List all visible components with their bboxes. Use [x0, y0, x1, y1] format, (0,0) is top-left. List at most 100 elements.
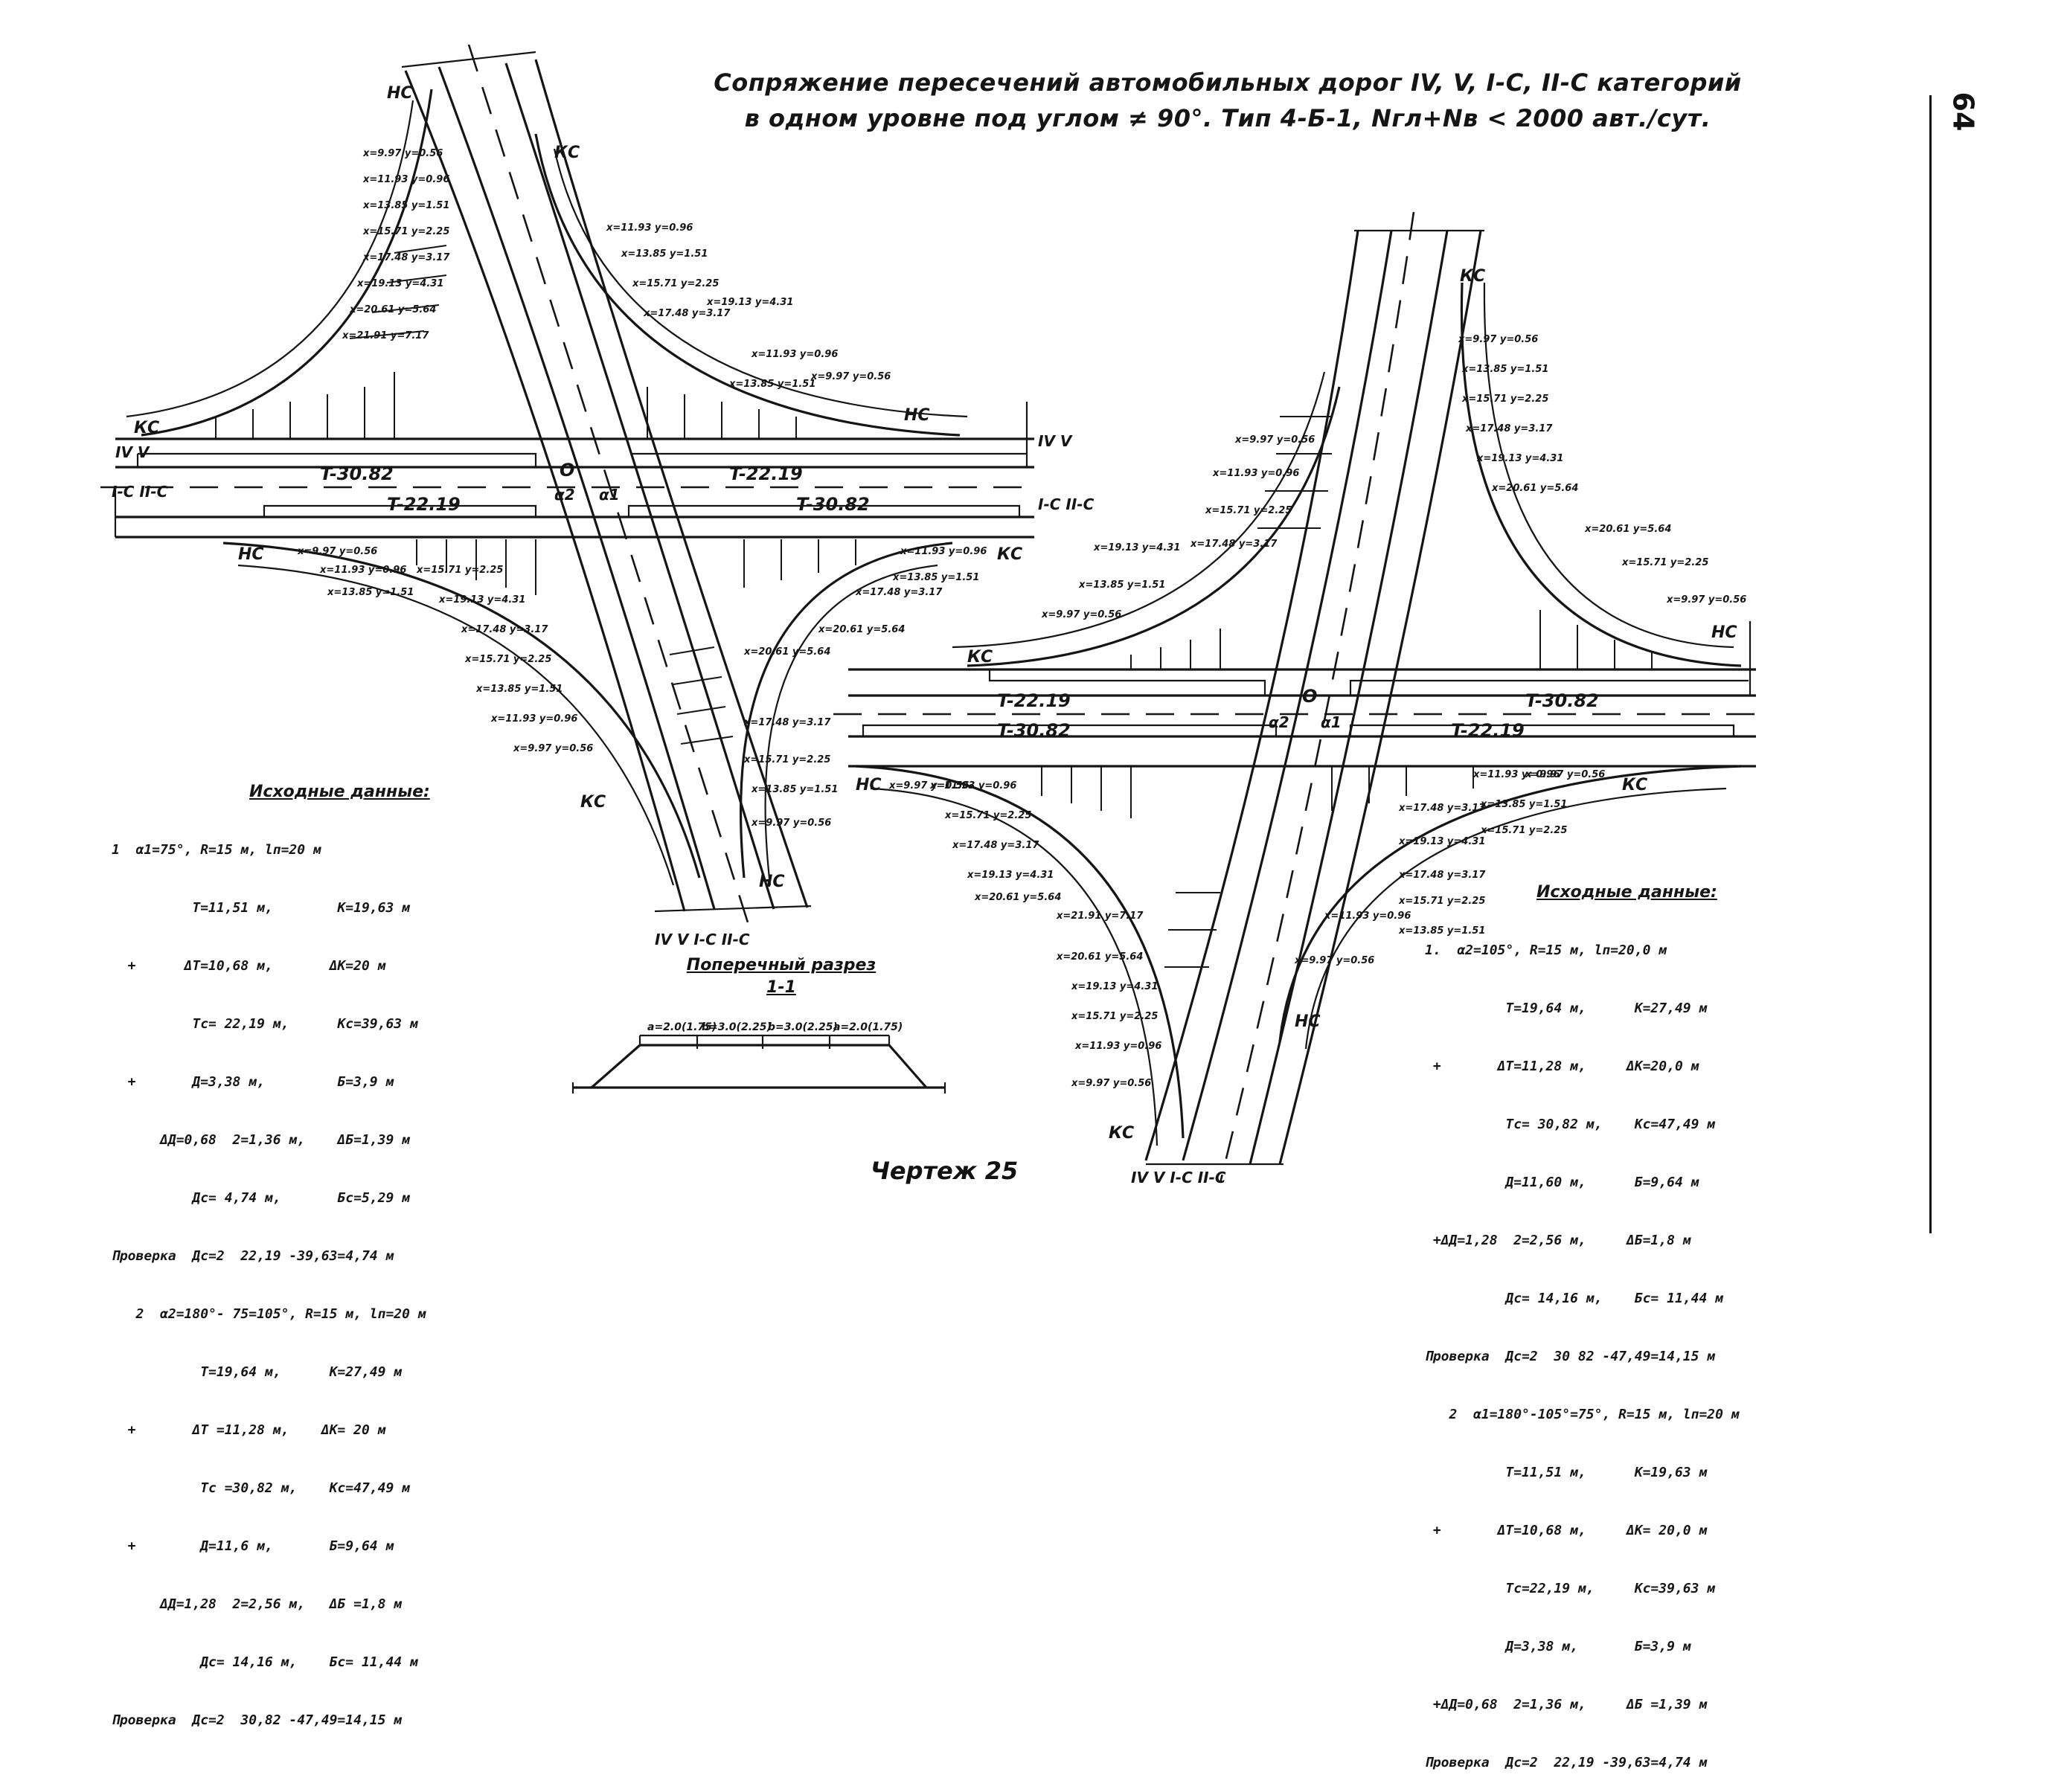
coord-tag: x=15.71 y=2.25: [362, 226, 449, 237]
coord-tag: x=21.91 y=7.17: [342, 330, 429, 341]
right-notes-head: Исходные данные:: [1536, 883, 1717, 902]
left-note-line: Tс= 22,19 м, Kс=39,63 м: [112, 1016, 418, 1032]
label-road-ivv-left: IV V: [115, 443, 150, 461]
label-kc-n: КС: [554, 144, 580, 162]
coord-tag: x=20.61 y=5.64: [1056, 951, 1143, 963]
label-road-bottom-right: IV V I-C II-C: [1131, 1169, 1226, 1186]
coord-tag: x=9.97 y=0.56: [1666, 594, 1746, 606]
label-road-bottom-left: IV V I-C II-C: [655, 931, 750, 948]
coord-tag: x=20.61 y=5.64: [349, 304, 436, 315]
coord-tag: x=13.85 y=1.51: [621, 248, 708, 260]
label-hc-right-e: НС: [1711, 623, 1737, 642]
cs-dim-1: a=2.0(1.75): [647, 1021, 717, 1033]
left-note-line: Проверка Дс=2 22,19 -39,63=4,74 м: [112, 1248, 394, 1264]
coord-tag: x=19.13 y=4.31: [1093, 542, 1180, 553]
coord-tag: x=17.48 y=3.17: [643, 308, 731, 319]
right-note-line: Д=3,38 м, Б=3,9 м: [1425, 1639, 1691, 1654]
left-se-curve-outer: [739, 542, 953, 879]
coord-tag: x=9.97 y=0.56: [1458, 334, 1538, 345]
left-note-line: + Д=3,38 м, Б=3,9 м: [112, 1074, 394, 1090]
coord-tag: x=11.93 y=0.96: [362, 174, 449, 185]
page-margin-rule: [1929, 95, 1932, 1233]
coord-tag: x=11.93 y=0.96: [1472, 769, 1560, 780]
label-hc-sw: НС: [238, 545, 264, 564]
coord-tag: x=17.48 y=3.17: [952, 840, 1039, 851]
coord-tag: x=19.13 y=4.31: [706, 297, 793, 308]
label-t3082-right: T-30.82: [1525, 690, 1599, 711]
coord-tag: x=11.93 y=0.96: [751, 349, 838, 360]
coord-tag: x=17.48 y=3.17: [855, 587, 943, 598]
coord-tag: x=13.85 y=1.51: [1461, 364, 1548, 375]
left-note-line: ΔД=0,68 2=1,36 м, ΔБ=1,39 м: [112, 1132, 410, 1148]
right-note-line: 2 α1=180°-105°=75°, R=15 м, lп=20 м: [1425, 1407, 1740, 1422]
cs-dim-3: b=3.0(2.25): [768, 1021, 838, 1033]
coord-tag: x=20.61 y=5.64: [818, 624, 905, 635]
left-secondary-road-axis: [467, 44, 749, 923]
left-note-line: + Д=11,6 м, Б=9,64 м: [112, 1538, 394, 1554]
coord-tag: x=17.48 y=3.17: [461, 624, 548, 635]
coord-tag: x=20.61 y=5.64: [974, 892, 1061, 903]
right-note-line: Проверка Дс=2 30 82 -47,49=14,15 м: [1425, 1349, 1716, 1364]
coord-tag: x=9.97 y=0.56: [362, 148, 443, 159]
coord-tag: x=11.93 y=0.96: [1074, 1041, 1161, 1052]
label-a1-left: α1: [599, 486, 620, 504]
left-sw-curve-outer: [222, 542, 701, 879]
coord-tag: x=9.97 y=0.56: [751, 818, 831, 829]
cross-section-drawing: [571, 1034, 946, 1093]
coord-tag: x=21.91 y=7.17: [1056, 911, 1144, 922]
coord-tag: x=15.71 y=2.25: [1480, 825, 1567, 836]
right-note-line: Дс= 14,16 м, Бс= 11,44 м: [1425, 1291, 1723, 1306]
label-t2219-right: T-22.19: [997, 690, 1071, 711]
left-notes: Исходные данные: 1 α1=75°, R=15 м, lп=20…: [112, 744, 430, 1750]
left-note-line: ΔД=1,28 2=2,56 м, ΔБ =1,8 м: [112, 1596, 403, 1612]
label-hc-right-s: НС: [1295, 1012, 1321, 1031]
label-hc-e: НС: [904, 406, 930, 425]
coord-tag: x=17.48 y=3.17: [362, 252, 450, 263]
label-t2219-left: T-22.19: [729, 463, 803, 484]
coord-tag: x=11.93 y=0.96: [490, 713, 577, 725]
left-note-line: Tс =30,82 м, Kс=47,49 м: [112, 1480, 410, 1496]
figure-caption: Чертеж 25: [871, 1157, 1019, 1185]
label-t3082-left: T-30.82: [320, 463, 394, 484]
label-a2-right: α2: [1269, 713, 1289, 731]
coord-tag: x=15.71 y=2.25: [1205, 505, 1292, 516]
left-secondary-road-right-edge: [534, 59, 809, 908]
coord-tag: x=15.71 y=2.25: [1461, 394, 1548, 405]
right-intersection: [833, 211, 1763, 1184]
label-kc-right-s: КС: [1109, 1124, 1134, 1143]
coord-tag: x=19.13 y=4.31: [1071, 981, 1158, 992]
coord-tag: x=11.93 y=0.96: [1324, 911, 1411, 922]
label-origin-right: O: [1302, 686, 1317, 707]
right-note-line: 1. α2=105°, R=15 м, lп=20,0 м: [1425, 942, 1667, 958]
coord-tag: x=11.93 y=0.96: [900, 546, 987, 557]
right-note-line: T=11,51 м, K=19,63 м: [1425, 1465, 1708, 1480]
coord-tag: x=17.48 y=3.17: [1398, 803, 1486, 814]
left-note-line: 2 α2=180°- 75=105°, R=15 м, lп=20 м: [112, 1306, 426, 1322]
label-kc-se: КС: [997, 545, 1022, 564]
cs-dim-4: a=2.0(1.75): [833, 1021, 903, 1033]
coord-tag: x=20.61 y=5.64: [1491, 483, 1578, 494]
label-road-ivv-right-left: IV V: [1038, 432, 1073, 450]
coord-tag: x=9.97 y=0.56: [1071, 1078, 1151, 1089]
label-kc-right-e: КС: [1622, 776, 1647, 794]
label-t3082-left-b: T-30.82: [796, 494, 870, 515]
right-note-line: Проверка Дс=2 22,19 -39,63=4,74 м: [1425, 1755, 1708, 1770]
left-note-line: Проверка Дс=2 30,82 -47,49=14,15 м: [112, 1712, 403, 1728]
right-note-line: T=19,64 м, K=27,49 м: [1425, 1001, 1708, 1016]
cross-section-title: Поперечный разрез: [686, 956, 877, 974]
label-a1-right: α1: [1321, 713, 1342, 731]
label-t2219-left-b: T-22.19: [387, 494, 461, 515]
right-secondary-road-left-edge: [1144, 230, 1359, 1161]
coord-tag: x=9.97 y=0.56: [1041, 609, 1121, 620]
coord-tag: x=19.13 y=4.31: [1398, 836, 1485, 847]
coord-tag: x=9.97 y=0.56: [888, 780, 969, 791]
right-notes: Исходные данные: 1. α2=105°, R=15 м, lп=…: [1425, 844, 1740, 1792]
coord-tag: x=13.85 y=1.51: [362, 200, 449, 211]
label-kc-right-w: КС: [967, 648, 993, 667]
coord-tag: x=9.97 y=0.56: [297, 546, 377, 557]
left-note-line: Дс= 14,16 м, Бс= 11,44 м: [112, 1654, 418, 1670]
label-hc-s: НС: [759, 873, 785, 891]
coord-tag: x=15.71 y=2.25: [416, 565, 503, 576]
coord-tag: x=19.13 y=4.31: [967, 870, 1054, 881]
coord-tag: x=15.71 y=2.25: [632, 278, 719, 289]
